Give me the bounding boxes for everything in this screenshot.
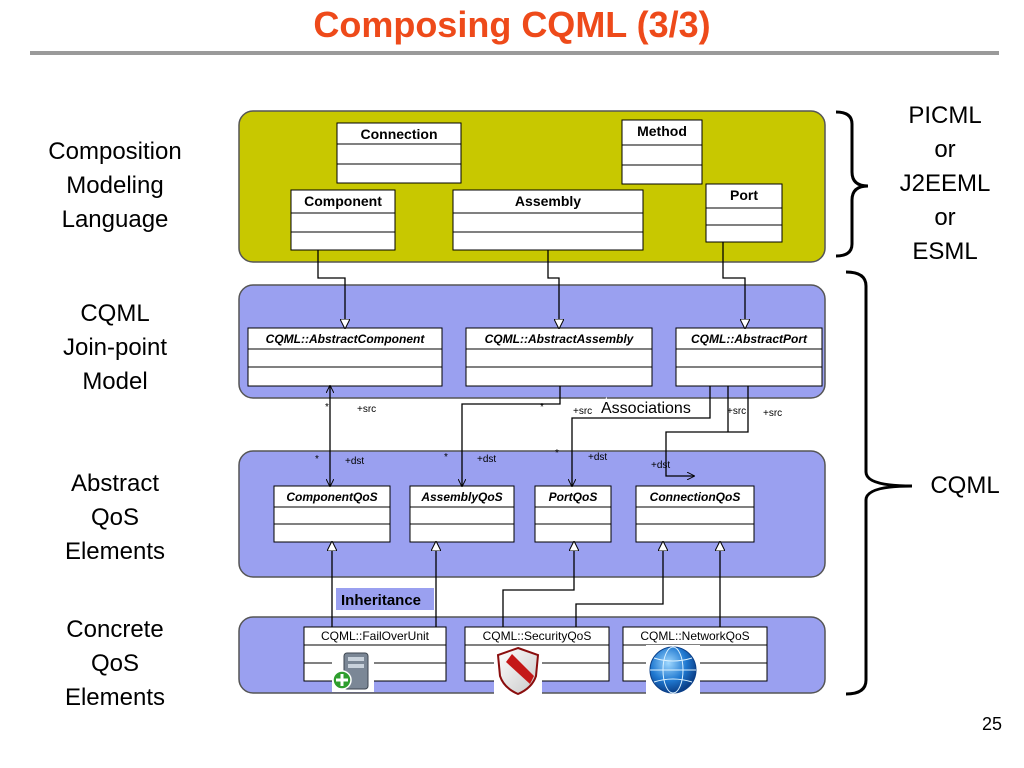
title-divider	[30, 51, 999, 55]
src-label-2: +src	[573, 406, 592, 417]
src-label-4: +src	[763, 408, 782, 419]
class-port-qos: PortQoS	[534, 485, 612, 543]
class-port-label: Port	[730, 187, 758, 203]
class-assembly-qos-label: AssemblyQoS	[420, 490, 502, 504]
brace-bottom	[845, 270, 913, 696]
slide-title: Composing CQML (3/3)	[313, 4, 711, 45]
class-abstract-port-label: CQML::AbstractPort	[691, 332, 808, 346]
src-label-3: +src	[727, 406, 746, 417]
class-method-label: Method	[637, 123, 687, 139]
dst-label-3: +dst	[588, 452, 607, 463]
class-connection: Connection	[336, 122, 462, 184]
inheritance-label: Inheritance	[341, 592, 421, 609]
class-security-qos-label: CQML::SecurityQoS	[483, 629, 592, 643]
shield-icon	[494, 646, 542, 696]
src-label-1: +src	[357, 404, 376, 415]
class-component-qos-label: ComponentQoS	[286, 490, 377, 504]
inheritance-label-bg	[336, 588, 434, 610]
associations-label: Associations	[601, 400, 691, 417]
multiplicity-1: *	[325, 402, 329, 413]
multiplicity-3: *	[315, 454, 319, 465]
generalization-assembly	[547, 250, 559, 328]
class-abstract-assembly: CQML::AbstractAssembly	[465, 327, 653, 387]
class-abstract-assembly-label: CQML::AbstractAssembly	[485, 332, 635, 346]
generalization-port	[722, 242, 745, 328]
class-component: Component	[290, 189, 396, 251]
class-failover-unit-label: CQML::FailOverUnit	[321, 629, 430, 643]
multiplicity-5: *	[555, 448, 559, 459]
class-port: Port	[705, 183, 783, 243]
inheritance-security-connection	[575, 542, 663, 627]
label-composition-modeling-language: Composition Modeling Language	[48, 138, 182, 233]
label-cqml-join-point-model: CQML Join-point Model	[62, 300, 168, 395]
label-modeling-languages: PICML or J2EEML or ESML	[899, 102, 991, 265]
class-abstract-port: CQML::AbstractPort	[675, 327, 823, 387]
label-abstract-qos-elements: Abstract QoS Elements	[64, 470, 166, 565]
association-assembly	[462, 386, 561, 486]
class-failover-unit: CQML::FailOverUnit	[303, 626, 447, 682]
class-abstract-component: CQML::AbstractComponent	[247, 327, 443, 387]
dst-label-4: +dst	[651, 460, 670, 471]
class-connection-label: Connection	[361, 126, 438, 142]
page-number: 25	[981, 714, 1002, 734]
class-network-qos-label: CQML::NetworkQoS	[640, 629, 749, 643]
dst-label-1: +dst	[345, 456, 364, 467]
generalization-component	[317, 250, 345, 328]
globe-icon	[646, 645, 700, 695]
class-port-qos-label: PortQoS	[549, 490, 598, 504]
abstract-qos-band	[238, 450, 826, 578]
class-abstract-component-label: CQML::AbstractComponent	[266, 332, 426, 346]
class-component-label: Component	[304, 193, 382, 209]
brace-top	[835, 110, 869, 258]
class-assembly-label: Assembly	[515, 193, 581, 209]
class-method: Method	[621, 119, 703, 185]
association-connection-1	[665, 386, 749, 476]
dst-label-2: +dst	[477, 454, 496, 465]
label-concrete-qos-elements: Concrete QoS Elements	[64, 616, 166, 711]
multiplicity-2: *	[540, 402, 544, 413]
label-cqml: CQML	[930, 472, 1000, 499]
association-port	[572, 386, 711, 486]
class-connection-qos-label: ConnectionQoS	[650, 490, 741, 504]
class-assembly-qos: AssemblyQoS	[409, 485, 515, 543]
class-connection-qos: ConnectionQoS	[635, 485, 755, 543]
inheritance-security-port	[502, 542, 574, 627]
class-component-qos: ComponentQoS	[273, 485, 391, 543]
server-add-icon	[332, 650, 374, 692]
associations-halo: Associations	[601, 400, 691, 417]
class-assembly: Assembly	[452, 189, 644, 251]
multiplicity-4: *	[444, 452, 448, 463]
